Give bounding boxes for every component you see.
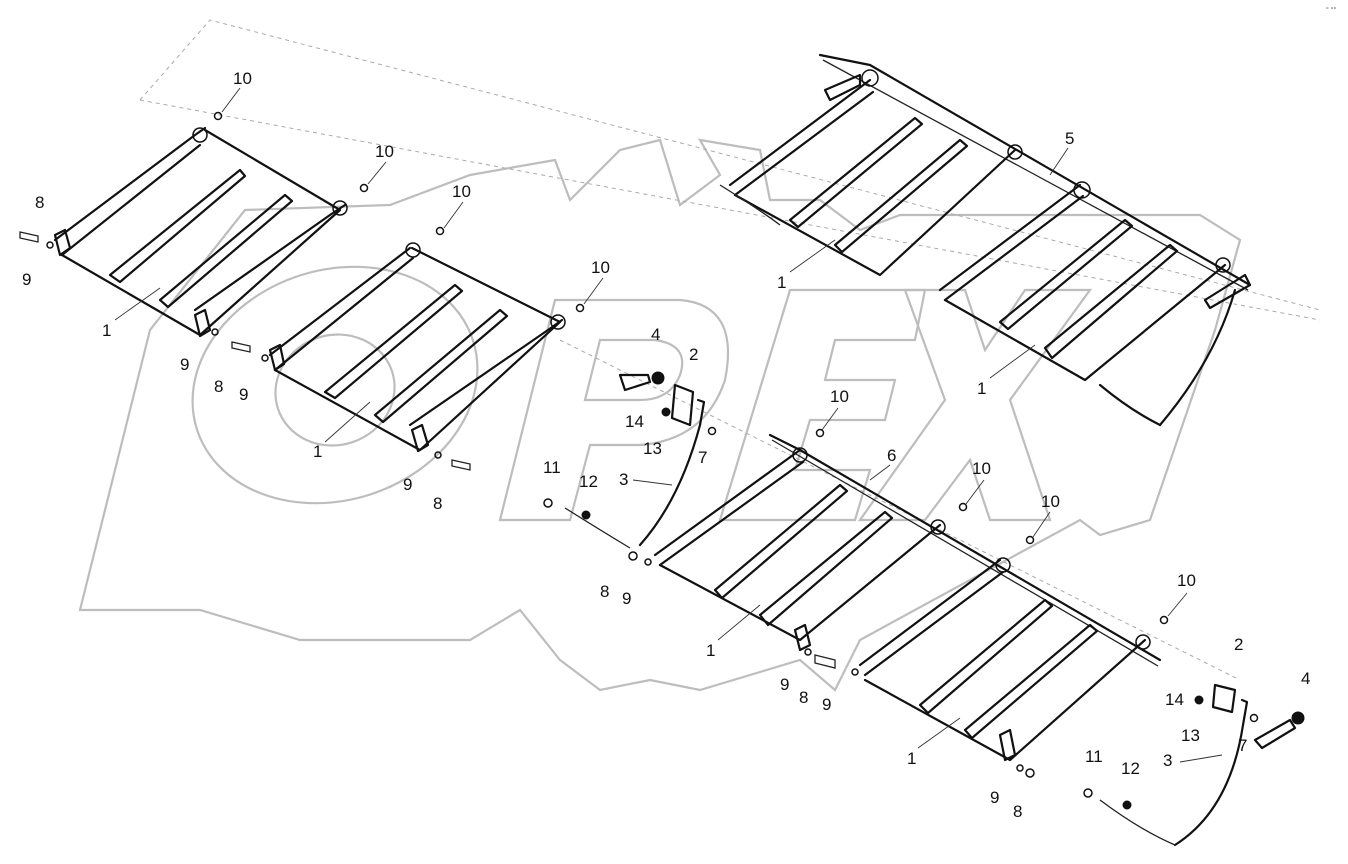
callout-part-4: 4 bbox=[651, 325, 660, 344]
watermark-opex-letters bbox=[191, 265, 1093, 522]
callout-part-10: 10 bbox=[233, 69, 252, 88]
callout-part-10: 10 bbox=[452, 182, 471, 201]
callout-part-10: 10 bbox=[591, 258, 610, 277]
callout-part-9: 9 bbox=[403, 475, 412, 494]
callout-part-9: 9 bbox=[239, 385, 248, 404]
callout-part-6: 6 bbox=[887, 446, 896, 465]
callout-part-8: 8 bbox=[35, 193, 44, 212]
callout-part-9: 9 bbox=[990, 788, 999, 807]
callout-part-10: 10 bbox=[830, 387, 849, 406]
callout-part-10: 10 bbox=[1041, 492, 1060, 511]
callout-part-8: 8 bbox=[600, 582, 609, 601]
callout-part-1: 1 bbox=[102, 321, 111, 340]
callout-part-10: 10 bbox=[972, 459, 991, 478]
guide-assembly-lower-right bbox=[653, 433, 1162, 762]
bracket-group-right bbox=[1016, 683, 1305, 847]
callout-part-11: 11 bbox=[543, 458, 561, 477]
watermark-gear-logo bbox=[78, 138, 1242, 692]
callout-part-2: 2 bbox=[689, 345, 698, 364]
callout-part-3: 3 bbox=[1163, 751, 1172, 770]
callout-part-8: 8 bbox=[799, 688, 808, 707]
callout-part-9: 9 bbox=[180, 355, 189, 374]
callout-part-14: 14 bbox=[1165, 690, 1184, 709]
callout-part-1: 1 bbox=[777, 273, 786, 292]
guide-assembly-upper-right bbox=[719, 53, 1252, 427]
callout-part-10: 10 bbox=[1177, 571, 1196, 590]
fasteners bbox=[19, 111, 1169, 676]
callout-part-9: 9 bbox=[22, 270, 31, 289]
callout-part-7: 7 bbox=[698, 448, 707, 467]
callout-labels: 10 10 10 8 9 1 9 8 9 10 1 9 8 4 2 14 13 … bbox=[22, 69, 1310, 821]
leader-lines bbox=[114, 87, 1223, 763]
callout-part-11: 11 bbox=[1085, 747, 1103, 766]
callout-part-9: 9 bbox=[780, 675, 789, 694]
callout-part-13: 13 bbox=[1181, 726, 1200, 745]
dashed-alignment-lines bbox=[139, 19, 1321, 681]
callout-part-3: 3 bbox=[619, 470, 628, 489]
corner-mark: ° °° bbox=[1326, 6, 1337, 14]
callout-part-1: 1 bbox=[907, 749, 916, 768]
callout-part-9: 9 bbox=[622, 589, 631, 608]
callout-part-1: 1 bbox=[313, 442, 322, 461]
callout-part-9: 9 bbox=[822, 695, 831, 714]
callout-part-7: 7 bbox=[1238, 736, 1247, 755]
callout-part-1: 1 bbox=[706, 641, 715, 660]
callout-part-4: 4 bbox=[1301, 669, 1310, 688]
callout-part-8: 8 bbox=[214, 377, 223, 396]
callout-part-12: 12 bbox=[1121, 759, 1140, 778]
callout-part-1: 1 bbox=[977, 379, 986, 398]
callout-part-5: 5 bbox=[1065, 129, 1074, 148]
bracket-group-left bbox=[543, 371, 717, 566]
callout-part-2: 2 bbox=[1234, 635, 1243, 654]
callout-part-8: 8 bbox=[433, 494, 442, 513]
callout-part-14: 14 bbox=[625, 412, 644, 431]
callout-part-8: 8 bbox=[1013, 802, 1022, 821]
callout-part-13: 13 bbox=[643, 439, 662, 458]
guide-frame-left-upper bbox=[53, 126, 348, 338]
callout-part-10: 10 bbox=[375, 142, 394, 161]
guide-frame-left-lower bbox=[268, 242, 566, 453]
callout-part-12: 12 bbox=[579, 472, 598, 491]
